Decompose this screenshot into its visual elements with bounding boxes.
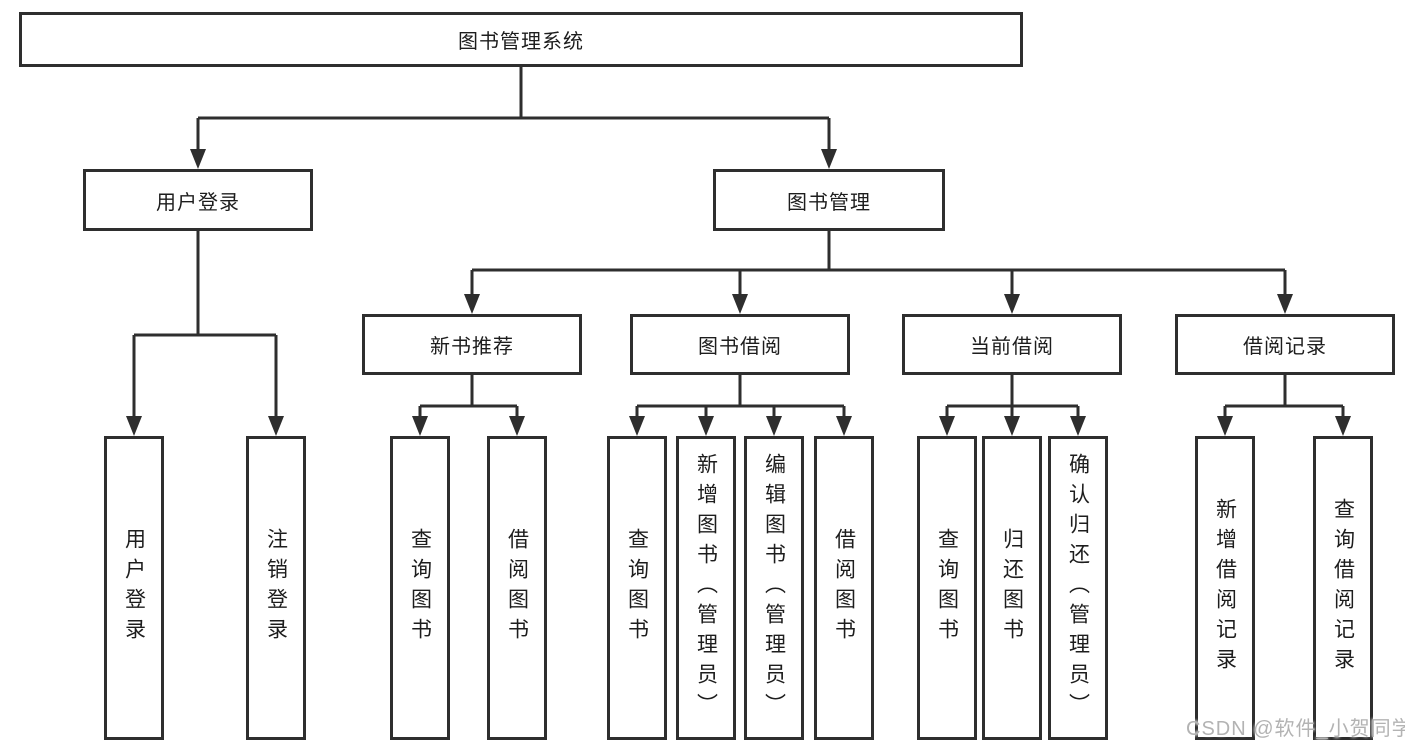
leaf-bb-borrow-books: 借阅图书 xyxy=(814,436,874,740)
leaf-bb-query-books: 查询图书 xyxy=(607,436,667,740)
leaf-logout: 注销登录 xyxy=(246,436,306,740)
leaf-cb-return-books: 归还图书 xyxy=(982,436,1042,740)
leaf-nbr-borrow-books: 借阅图书 xyxy=(487,436,547,740)
node-user-login: 用户登录 xyxy=(83,169,313,231)
node-new-book-recommend-label: 新书推荐 xyxy=(430,336,514,358)
node-book-management-label: 图书管理 xyxy=(787,191,871,214)
connector-user-login-children xyxy=(126,231,284,436)
leaf-bb-edit-books-admin: 编辑图书（管理员） xyxy=(744,436,804,740)
connector-book-management-children xyxy=(464,231,1293,314)
leaf-cb-confirm-return-admin: 确认归还（管理员） xyxy=(1048,436,1108,740)
leaf-user-login: 用户登录 xyxy=(104,436,164,740)
connector-current-borrow-children xyxy=(939,375,1086,436)
node-borrow-records: 借阅记录 xyxy=(1175,314,1395,375)
connector-root-to-level2 xyxy=(190,67,837,169)
node-current-borrow: 当前借阅 xyxy=(902,314,1122,375)
node-root-label: 图书管理系统 xyxy=(458,31,584,53)
node-book-borrow-label: 图书借阅 xyxy=(698,336,782,358)
node-book-borrow: 图书借阅 xyxy=(630,314,850,375)
leaf-bb-add-books-admin: 新增图书（管理员） xyxy=(676,436,736,740)
leaf-nbr-query-books: 查询图书 xyxy=(390,436,450,740)
leaf-cb-query-books: 查询图书 xyxy=(917,436,977,740)
leaf-br-query-record: 查询借阅记录 xyxy=(1313,436,1373,740)
node-borrow-records-label: 借阅记录 xyxy=(1243,336,1327,358)
watermark: CSDN @软件_小贺同学 xyxy=(1186,718,1405,740)
connector-borrow-records-children xyxy=(1217,375,1351,436)
node-root: 图书管理系统 xyxy=(19,12,1023,67)
connector-new-book-recommend-children xyxy=(412,375,525,436)
connector-book-borrow-children xyxy=(629,375,852,436)
leaf-br-add-record: 新增借阅记录 xyxy=(1195,436,1255,740)
node-new-book-recommend: 新书推荐 xyxy=(362,314,582,375)
node-book-management: 图书管理 xyxy=(713,169,945,231)
node-current-borrow-label: 当前借阅 xyxy=(970,336,1054,358)
node-user-login-label: 用户登录 xyxy=(156,191,240,214)
